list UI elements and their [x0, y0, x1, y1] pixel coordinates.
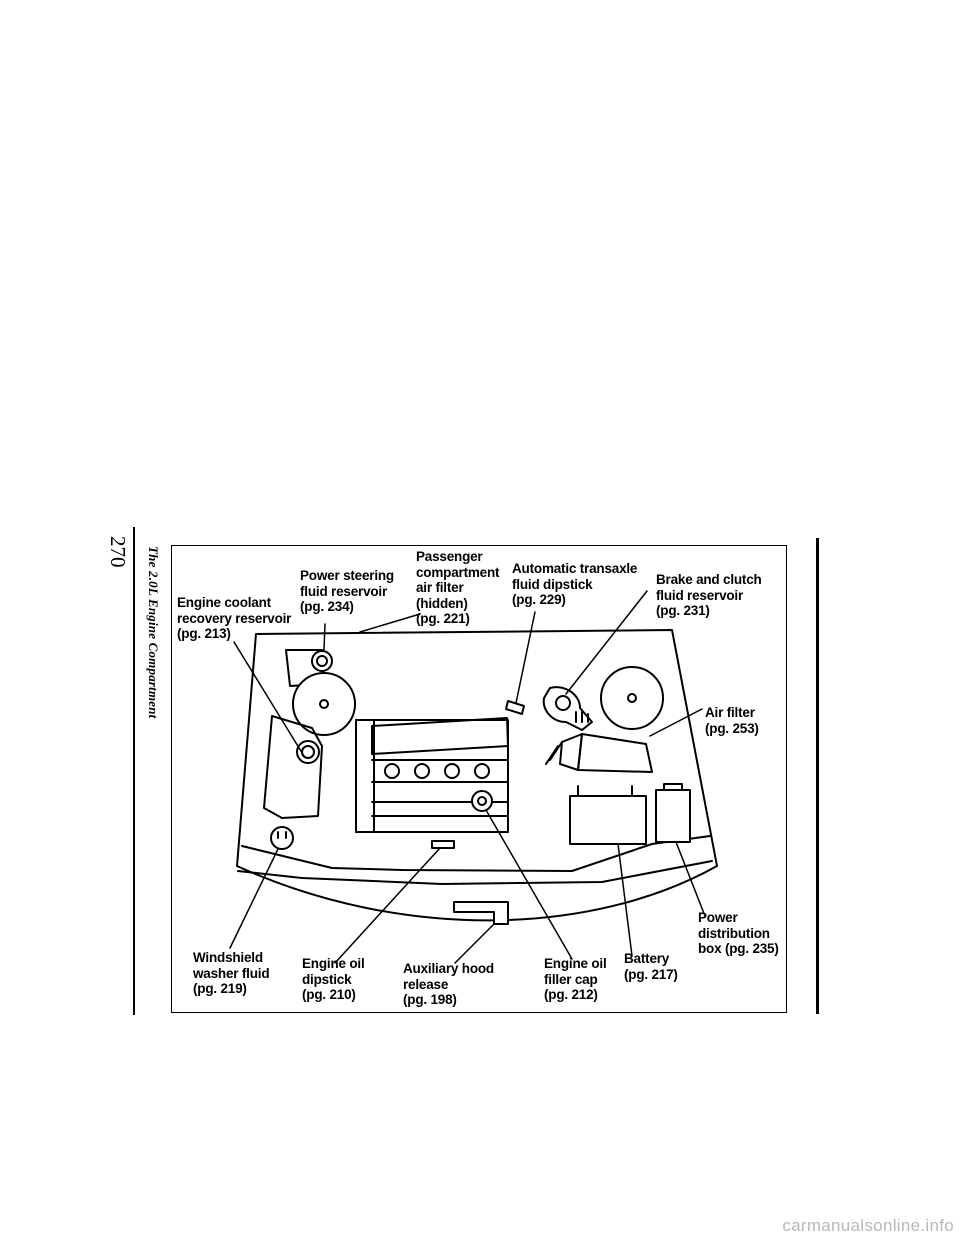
air-filter-box — [577, 733, 653, 773]
power-distribution-box — [655, 789, 691, 843]
power-steering-cap — [311, 650, 333, 672]
label-passenger-air-filter: Passenger compartment air filter (hidden… — [416, 549, 500, 626]
spark-plug-1 — [384, 763, 400, 779]
spark-plug-4 — [474, 763, 490, 779]
label-aux-hood-release: Auxiliary hood release (pg. 198) — [403, 961, 494, 1007]
page-heading: The 2.0L Engine Compartment — [146, 546, 161, 719]
battery — [569, 795, 647, 845]
coolant-reservoir — [263, 715, 323, 819]
label-transaxle-dipstick: Automatic transaxle fluid dipstick (pg. … — [512, 561, 638, 607]
coolant-cap — [296, 740, 320, 764]
right-pulley — [600, 666, 664, 730]
label-battery: Battery (pg. 217) — [624, 951, 678, 982]
transaxle-dipstick-handle — [505, 700, 525, 715]
watermark: carmanualsonline.info — [782, 1216, 954, 1235]
label-power-distribution: Power distribution box (pg. 235) — [698, 910, 779, 956]
washer-fluid-cap — [270, 826, 294, 850]
leader-lines — [229, 590, 706, 964]
bumper-line — [237, 860, 713, 885]
label-oil-filler-cap: Engine oil filler cap (pg. 212) — [544, 956, 607, 1002]
page-number: 270 — [106, 536, 130, 568]
label-air-filter: Air filter (pg. 253) — [705, 705, 759, 736]
left-pulley — [292, 672, 356, 736]
label-power-steering: Power steering fluid reservoir (pg. 234) — [300, 568, 394, 614]
engine-top-plate — [371, 717, 509, 755]
label-brake-clutch: Brake and clutch fluid reservoir (pg. 23… — [656, 572, 762, 618]
left-margin-rule — [133, 527, 135, 1015]
label-washer-fluid: Windshield washer fluid (pg. 219) — [193, 950, 270, 996]
oil-filler-cap — [471, 790, 493, 812]
spark-plug-3 — [444, 763, 460, 779]
label-engine-coolant: Engine coolant recovery reservoir (pg. 2… — [177, 595, 292, 641]
engine-compartment-diagram: Engine coolant recovery reservoir (pg. 2… — [171, 545, 787, 1013]
spark-plug-2 — [414, 763, 430, 779]
right-margin-rule — [816, 538, 819, 1014]
label-oil-dipstick: Engine oil dipstick (pg. 210) — [302, 956, 365, 1002]
oil-dipstick-handle — [431, 840, 455, 849]
engine-drawing — [229, 590, 718, 964]
